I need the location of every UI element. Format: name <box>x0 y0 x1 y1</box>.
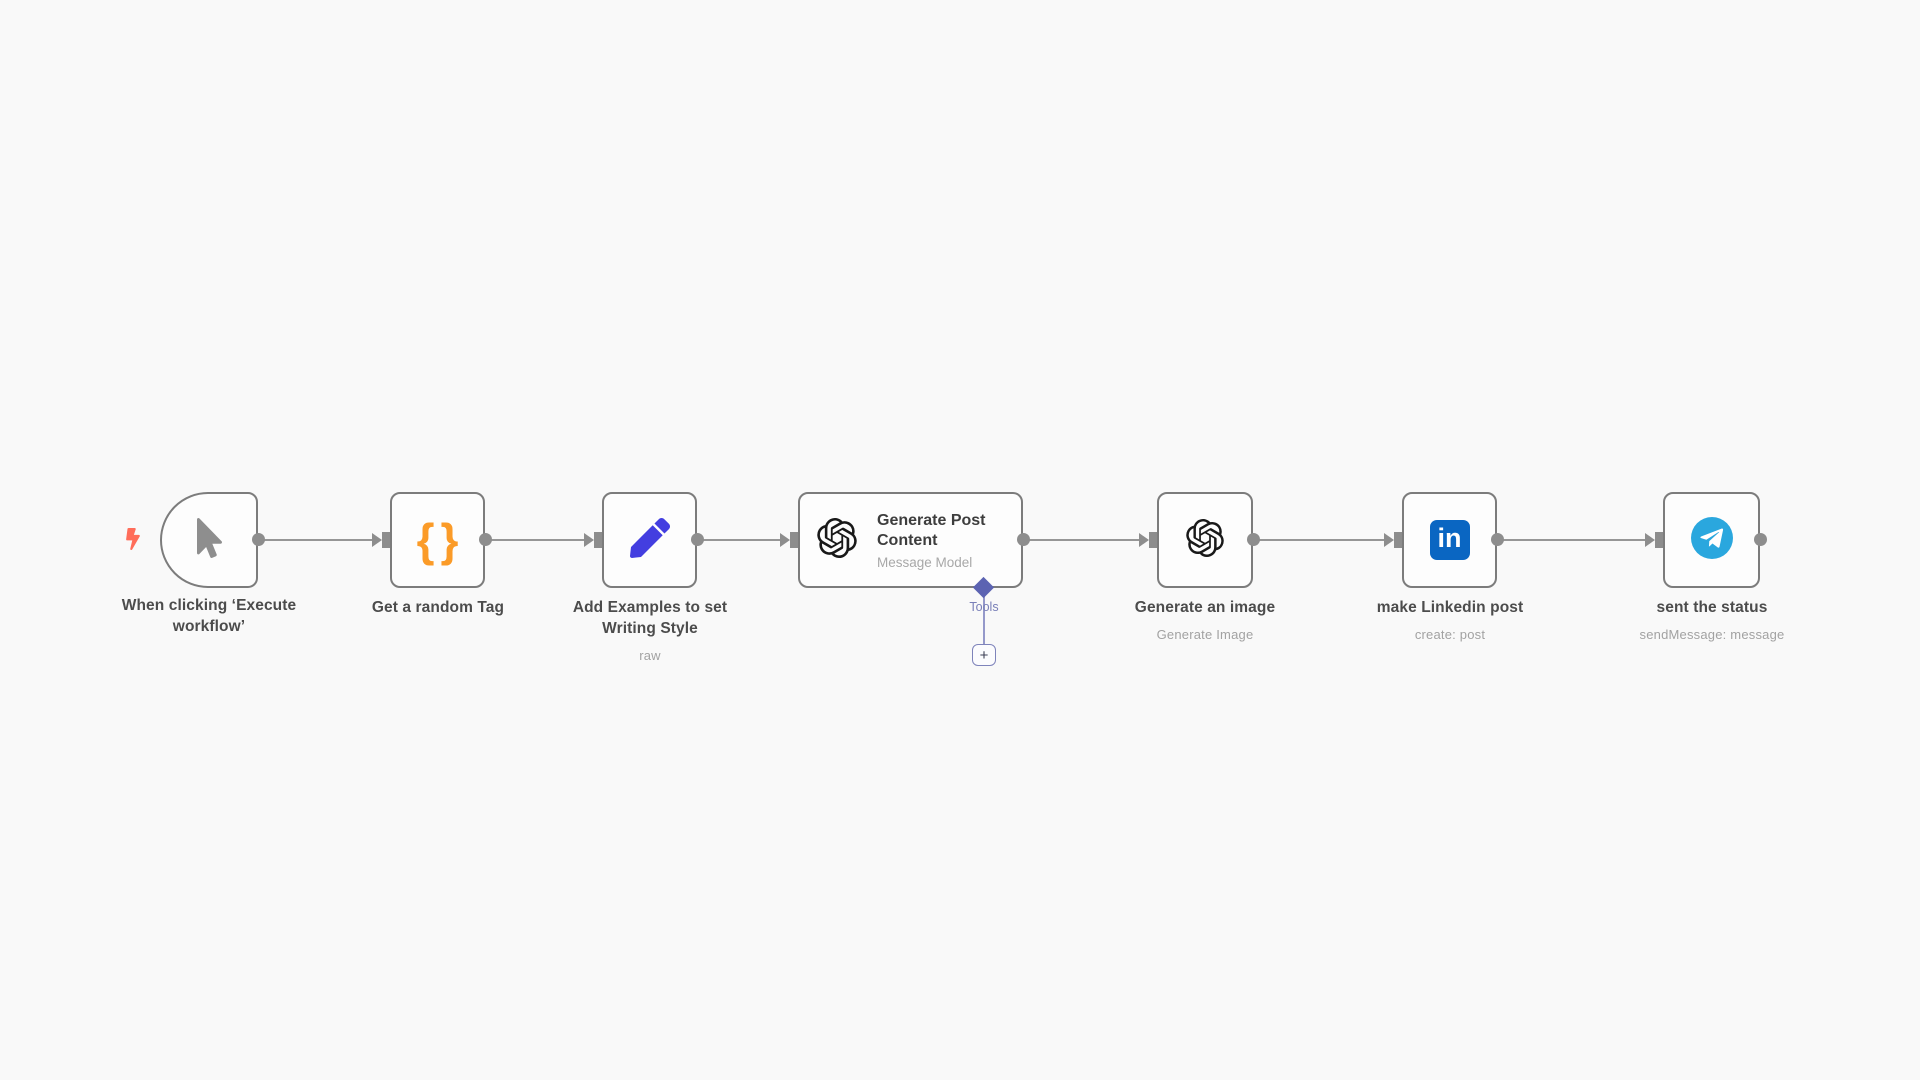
node-label-line: When clicking ‘Execute <box>121 597 297 614</box>
node-generate-an-image[interactable] <box>1157 492 1253 588</box>
node-label-line: Get a random Tag <box>371 599 505 616</box>
output-port[interactable] <box>1754 533 1767 546</box>
mouse-pointer-icon <box>196 517 222 563</box>
node-title-line: Content <box>877 531 938 549</box>
node-make-linkedin-post[interactable]: in <box>1402 492 1497 588</box>
node-inner-text: Generate Post Content Message Model <box>877 511 985 570</box>
input-port[interactable] <box>1655 532 1663 548</box>
node-label-sent-the-status: sent the status sendMessage: message <box>1582 597 1842 645</box>
node-label-manual-trigger: When clicking ‘Execute workflow’ <box>79 595 339 637</box>
output-port[interactable] <box>1247 533 1260 546</box>
connection-line[interactable] <box>1023 539 1141 541</box>
node-manual-trigger[interactable] <box>160 492 258 588</box>
connection-arrowhead-icon <box>372 533 382 547</box>
lightning-bolt-icon <box>126 528 140 555</box>
output-port[interactable] <box>479 533 492 546</box>
add-tool-button[interactable]: + <box>972 644 996 666</box>
output-port[interactable] <box>252 533 265 546</box>
node-generate-post-content[interactable]: Generate Post Content Message Model <box>798 492 1023 588</box>
input-port[interactable] <box>790 532 798 548</box>
node-title-line: Generate Post <box>877 511 986 529</box>
node-add-examples[interactable] <box>602 492 697 588</box>
node-subtitle: raw <box>639 648 661 663</box>
node-get-random-tag[interactable]: {} <box>390 492 485 588</box>
node-label-line: Add Examples to set <box>572 599 728 616</box>
node-label-line: sent the status <box>1656 599 1768 616</box>
connection-arrowhead-icon <box>780 533 790 547</box>
connection-line[interactable] <box>258 539 374 541</box>
input-port[interactable] <box>382 532 390 548</box>
node-label-line: Generate an image <box>1134 599 1276 616</box>
input-port[interactable] <box>594 532 602 548</box>
output-port[interactable] <box>691 533 704 546</box>
node-sent-the-status[interactable] <box>1663 492 1760 588</box>
node-label-line: Writing Style <box>602 620 698 637</box>
node-label-make-linkedin-post: make Linkedin post create: post <box>1320 597 1580 645</box>
linkedin-icon: in <box>1429 520 1470 560</box>
curly-braces-icon: {} <box>416 514 465 566</box>
connection-arrowhead-icon <box>1384 533 1394 547</box>
node-label-get-random-tag: Get a random Tag <box>308 597 568 618</box>
node-subtitle: create: post <box>1414 627 1486 642</box>
node-subtitle: Generate Image <box>1156 627 1254 642</box>
node-subtitle: Message Model <box>877 554 973 570</box>
input-port[interactable] <box>1394 532 1402 548</box>
tools-port-label: Tools <box>969 600 999 614</box>
openai-icon <box>817 517 857 563</box>
connection-line[interactable] <box>485 539 588 541</box>
node-label-generate-an-image: Generate an image Generate Image <box>1075 597 1335 645</box>
connection-line[interactable] <box>1253 539 1386 541</box>
node-label-line: workflow’ <box>172 618 246 635</box>
node-title: Generate Post Content <box>877 511 985 551</box>
pencil-icon <box>629 517 670 563</box>
node-label-add-examples: Add Examples to set Writing Style raw <box>520 597 780 666</box>
node-label-line: make Linkedin post <box>1376 599 1524 616</box>
connection-arrowhead-icon <box>1139 533 1149 547</box>
node-subtitle: sendMessage: message <box>1639 627 1785 642</box>
output-port[interactable] <box>1017 533 1030 546</box>
output-port[interactable] <box>1491 533 1504 546</box>
tools-connection-line <box>983 596 985 644</box>
input-port[interactable] <box>1149 532 1157 548</box>
connection-line[interactable] <box>1497 539 1647 541</box>
connection-arrowhead-icon <box>1645 533 1655 547</box>
plus-icon: + <box>979 646 989 664</box>
telegram-icon <box>1690 516 1733 564</box>
connection-arrowhead-icon <box>584 533 594 547</box>
connection-line[interactable] <box>697 539 782 541</box>
openai-icon <box>1186 518 1224 562</box>
